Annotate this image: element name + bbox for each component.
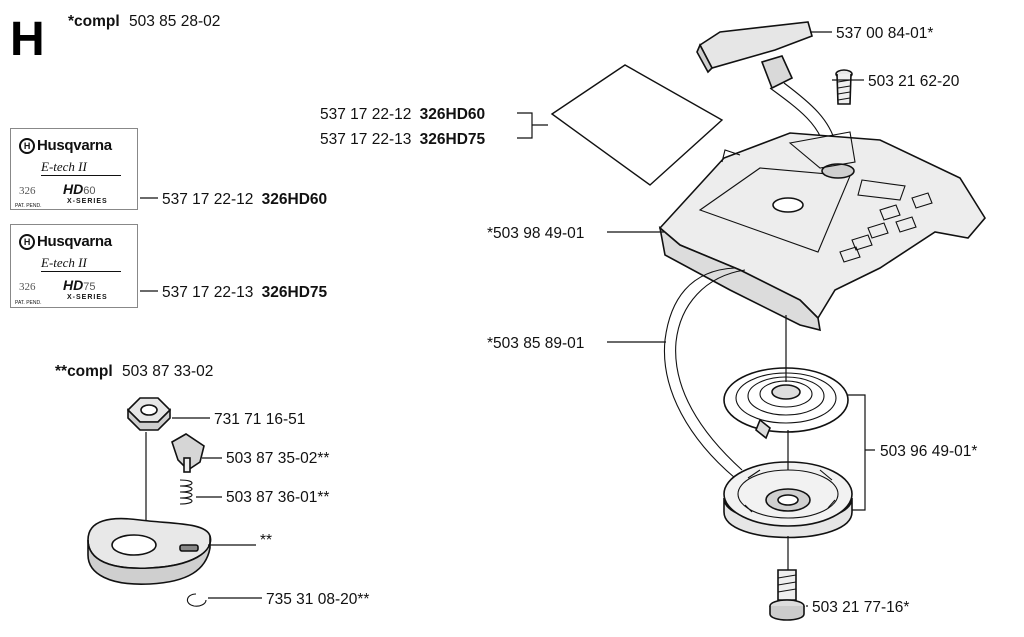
- small-spring: [179, 479, 193, 505]
- section-compl-prefix: *compl: [68, 13, 120, 30]
- pawl-hub: [87, 517, 212, 585]
- section-letter: H: [10, 13, 45, 66]
- callout-cover: *503 98 49-01: [487, 225, 584, 242]
- section-compl-label: *compl 503 85 28-02: [68, 13, 220, 30]
- decal-pat: PAT. PEND.: [15, 203, 42, 209]
- decal-model-number: 326: [19, 281, 36, 293]
- callout-handle: 537 00 84-01*: [836, 25, 933, 42]
- rope-pulley: [723, 461, 853, 539]
- decal-etech: E-tech II: [41, 255, 87, 270]
- starter-cover: [658, 131, 986, 332]
- sheet-label-1: 537 17 22-12 326HD60: [320, 106, 485, 123]
- husqvarna-logo-icon: H: [19, 234, 35, 250]
- nut: [126, 397, 172, 431]
- callout-screw-top: 503 21 62-20: [868, 73, 960, 90]
- decal-series: X-SERIES: [67, 294, 108, 301]
- circlip: [186, 593, 207, 607]
- instruction-sheet: [550, 64, 724, 186]
- decal-1-callout: 537 17 22-12 326HD60: [162, 191, 327, 208]
- decal-2-callout: 537 17 22-13 326HD75: [162, 284, 328, 301]
- subassembly-label: **compl 503 87 33-02: [55, 363, 213, 380]
- pawl: [171, 433, 205, 473]
- decal-hd-mark: HD60: [63, 181, 96, 197]
- callout-clip: 735 31 08-20**: [266, 591, 369, 608]
- sheet-label-2: 537 17 22-13 326HD75: [320, 131, 486, 148]
- callout-hub: **: [260, 532, 272, 549]
- husqvarna-logo-icon: H: [19, 138, 35, 154]
- section-compl-number: 503 85 28-02: [129, 13, 220, 30]
- screw-top: [835, 69, 853, 105]
- callout-pawl: 503 87 35-02**: [226, 450, 329, 467]
- decal-pat: PAT. PEND.: [15, 300, 42, 306]
- decal-series: X-SERIES: [67, 198, 108, 205]
- decal-etech: E-tech II: [41, 159, 87, 174]
- callout-nut: 731 71 16-51: [214, 411, 305, 428]
- screw-bottom: [769, 569, 805, 621]
- decal-hd-mark: HD75: [63, 277, 96, 293]
- callout-rope: *503 85 89-01: [487, 335, 584, 352]
- callout-spring-pulley: 503 96 49-01*: [880, 443, 977, 460]
- starter-rope: [663, 267, 736, 479]
- starter-handle: [696, 21, 837, 151]
- callout-spring-small: 503 87 36-01**: [226, 489, 329, 506]
- callout-screw-bottom: 503 21 77-16*: [812, 599, 909, 616]
- decal-model-number: 326: [19, 185, 36, 197]
